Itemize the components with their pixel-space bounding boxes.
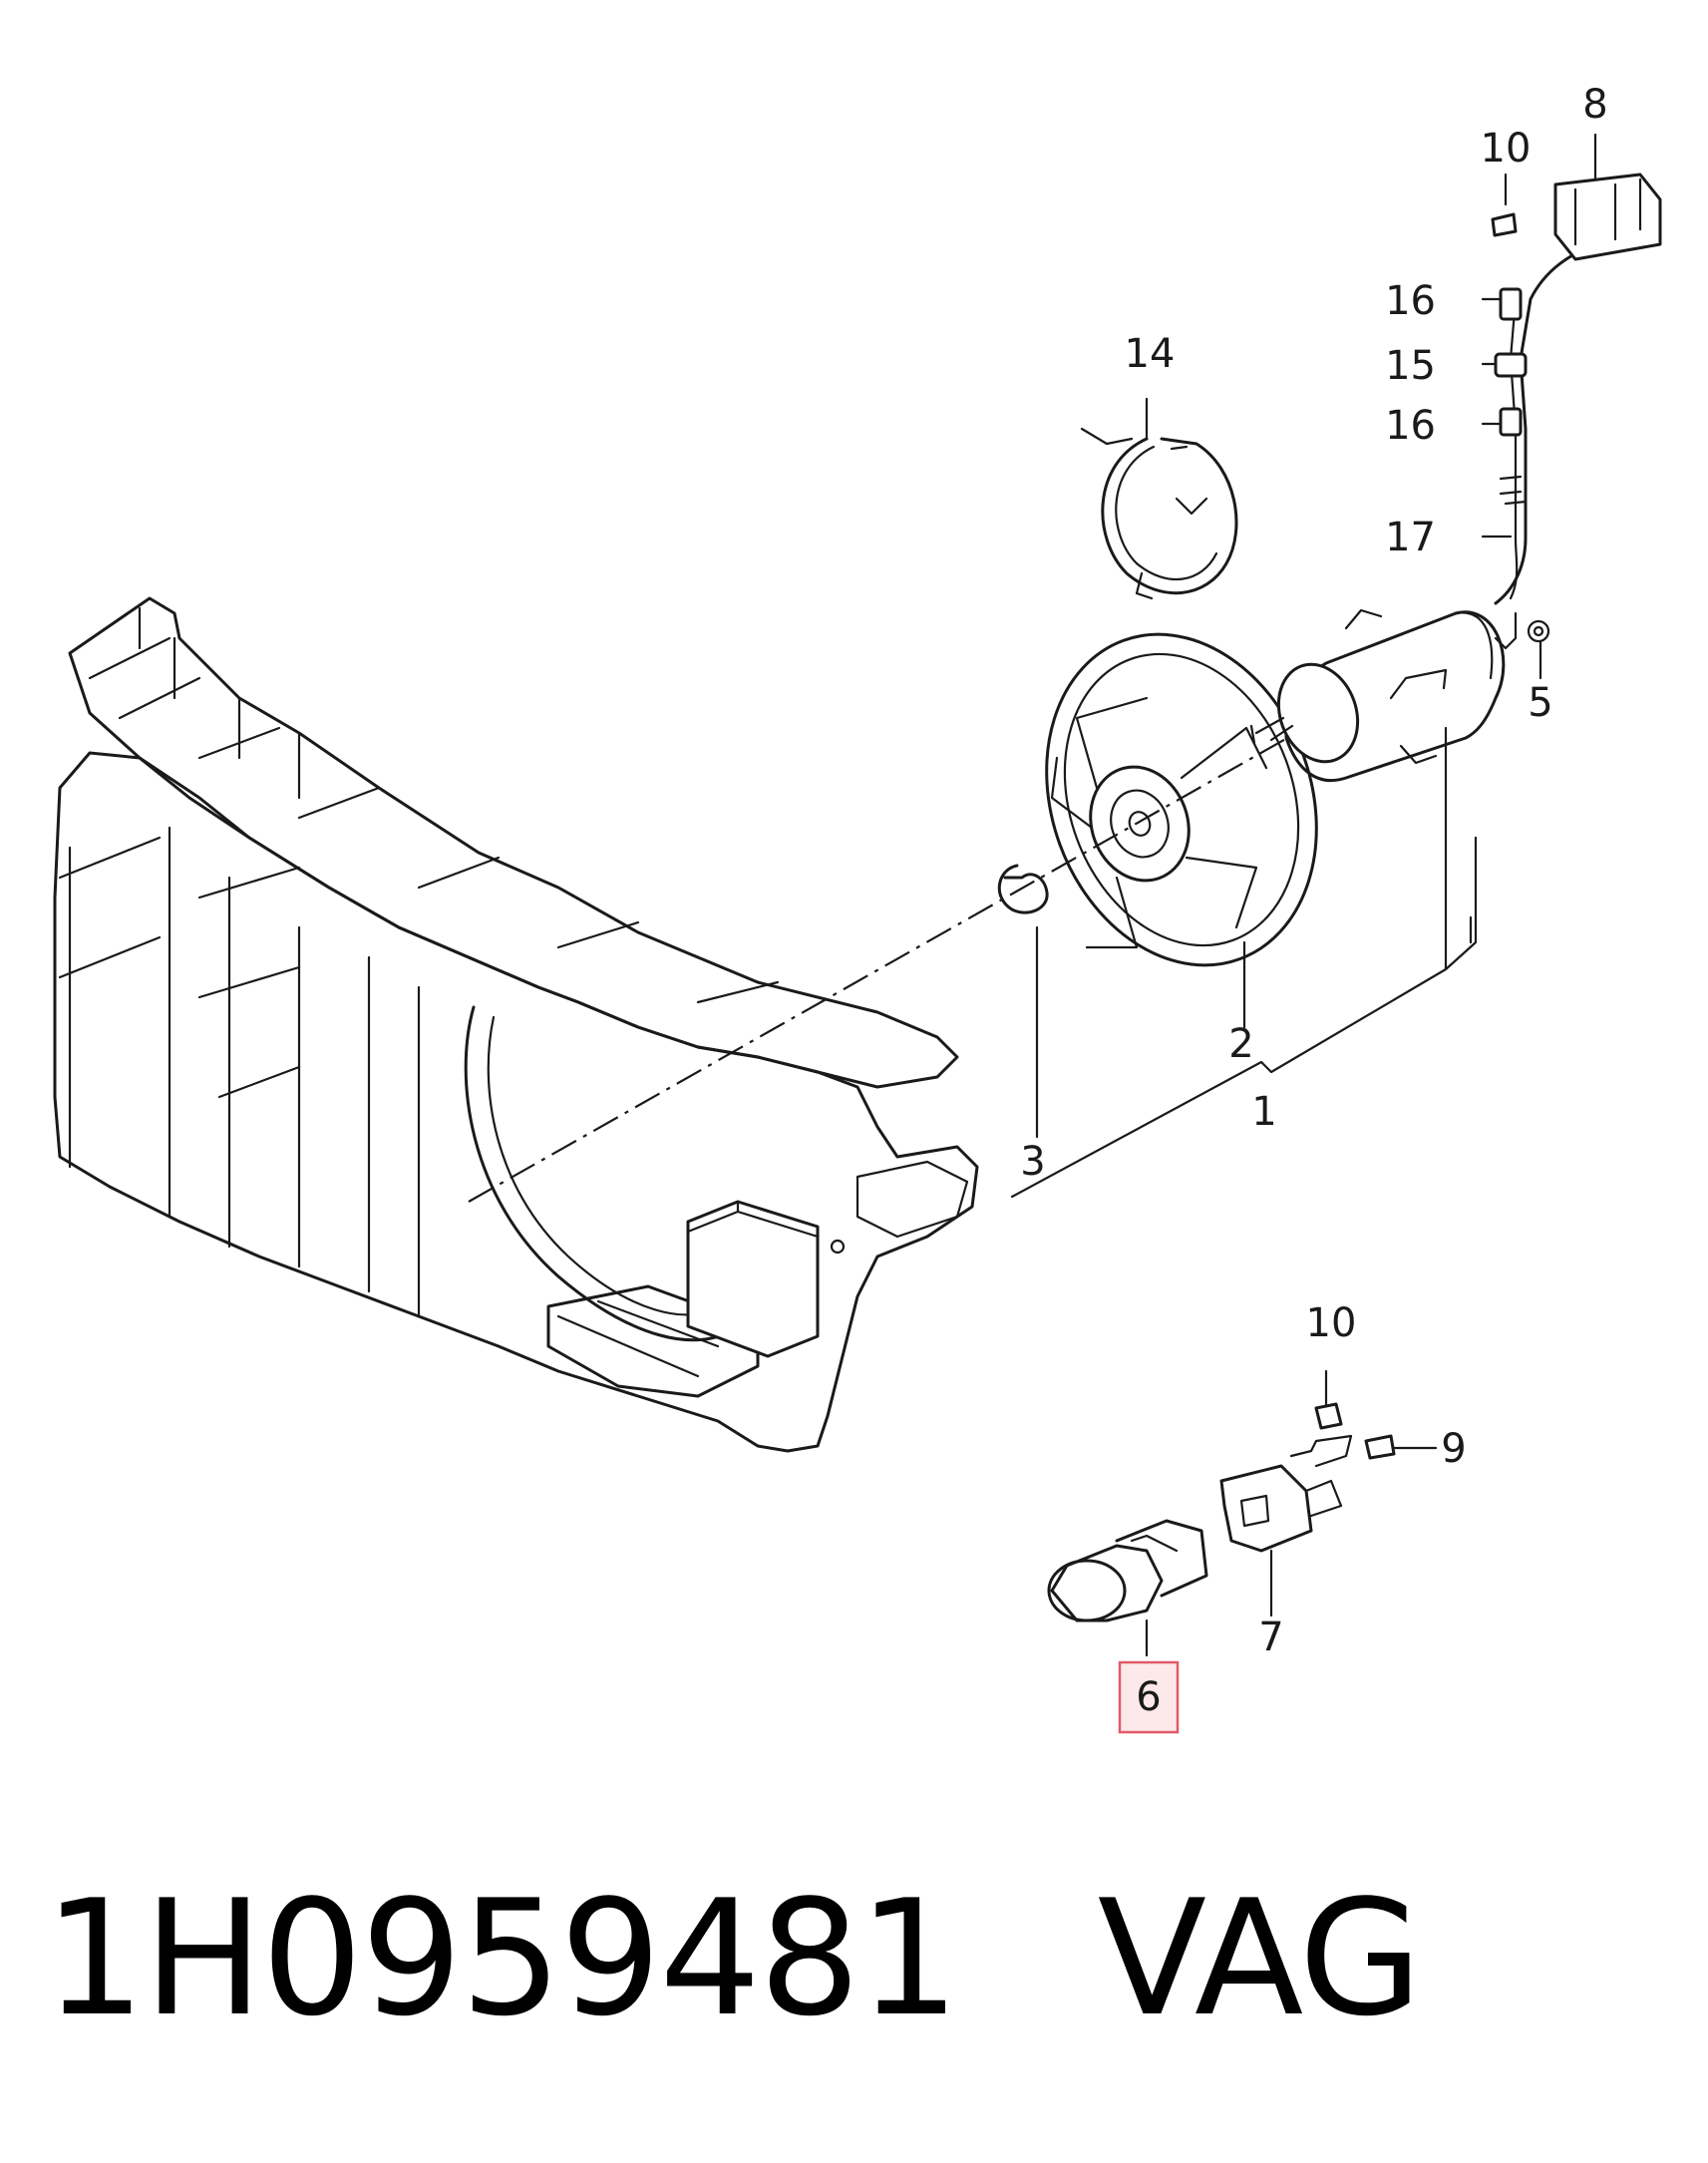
thermo-switch-drawing xyxy=(1047,1519,1208,1622)
screw-drawing xyxy=(1314,1402,1396,1460)
assembly-axis-line xyxy=(468,715,1327,1203)
part-number: 1H0959481 xyxy=(44,1865,960,2051)
brand-name: VAG xyxy=(1097,1865,1423,2051)
part-caption: 1H0959481 VAG xyxy=(44,1865,1423,2051)
connector-drawing xyxy=(1219,1434,1353,1553)
callout-1: 1 xyxy=(1251,1089,1276,1135)
callout-3: 3 xyxy=(1020,1139,1045,1185)
callout-labels: 1 2 3 5 6 7 8 9 10 10 14 15 16 16 17 xyxy=(1020,82,1607,1720)
callout-2: 2 xyxy=(1228,1021,1253,1067)
callout-16-lower: 16 xyxy=(1385,403,1436,449)
callout-15: 15 xyxy=(1385,343,1436,389)
callout-7: 7 xyxy=(1258,1615,1283,1660)
fan-motor-drawing xyxy=(1249,608,1550,783)
mounting-ring-drawing xyxy=(1080,427,1238,600)
callout-16-upper: 16 xyxy=(1385,278,1436,324)
callout-17: 17 xyxy=(1385,515,1436,560)
callout-10-bottom: 10 xyxy=(1306,1300,1357,1346)
callout-5: 5 xyxy=(1528,680,1552,726)
retaining-clip-drawing xyxy=(997,864,1049,914)
wiring-harness-drawing xyxy=(1491,173,1662,605)
front-carrier-drawing xyxy=(53,596,979,1453)
callout-9: 9 xyxy=(1441,1426,1466,1472)
callout-10-top: 10 xyxy=(1481,126,1532,172)
callout-14: 14 xyxy=(1125,331,1176,377)
callout-6: 6 xyxy=(1136,1674,1161,1720)
highlight-box xyxy=(1118,1660,1180,1734)
leader-lines xyxy=(1010,133,1597,1657)
fan-wheel-drawing xyxy=(1045,632,1318,967)
callout-8: 8 xyxy=(1582,82,1607,128)
